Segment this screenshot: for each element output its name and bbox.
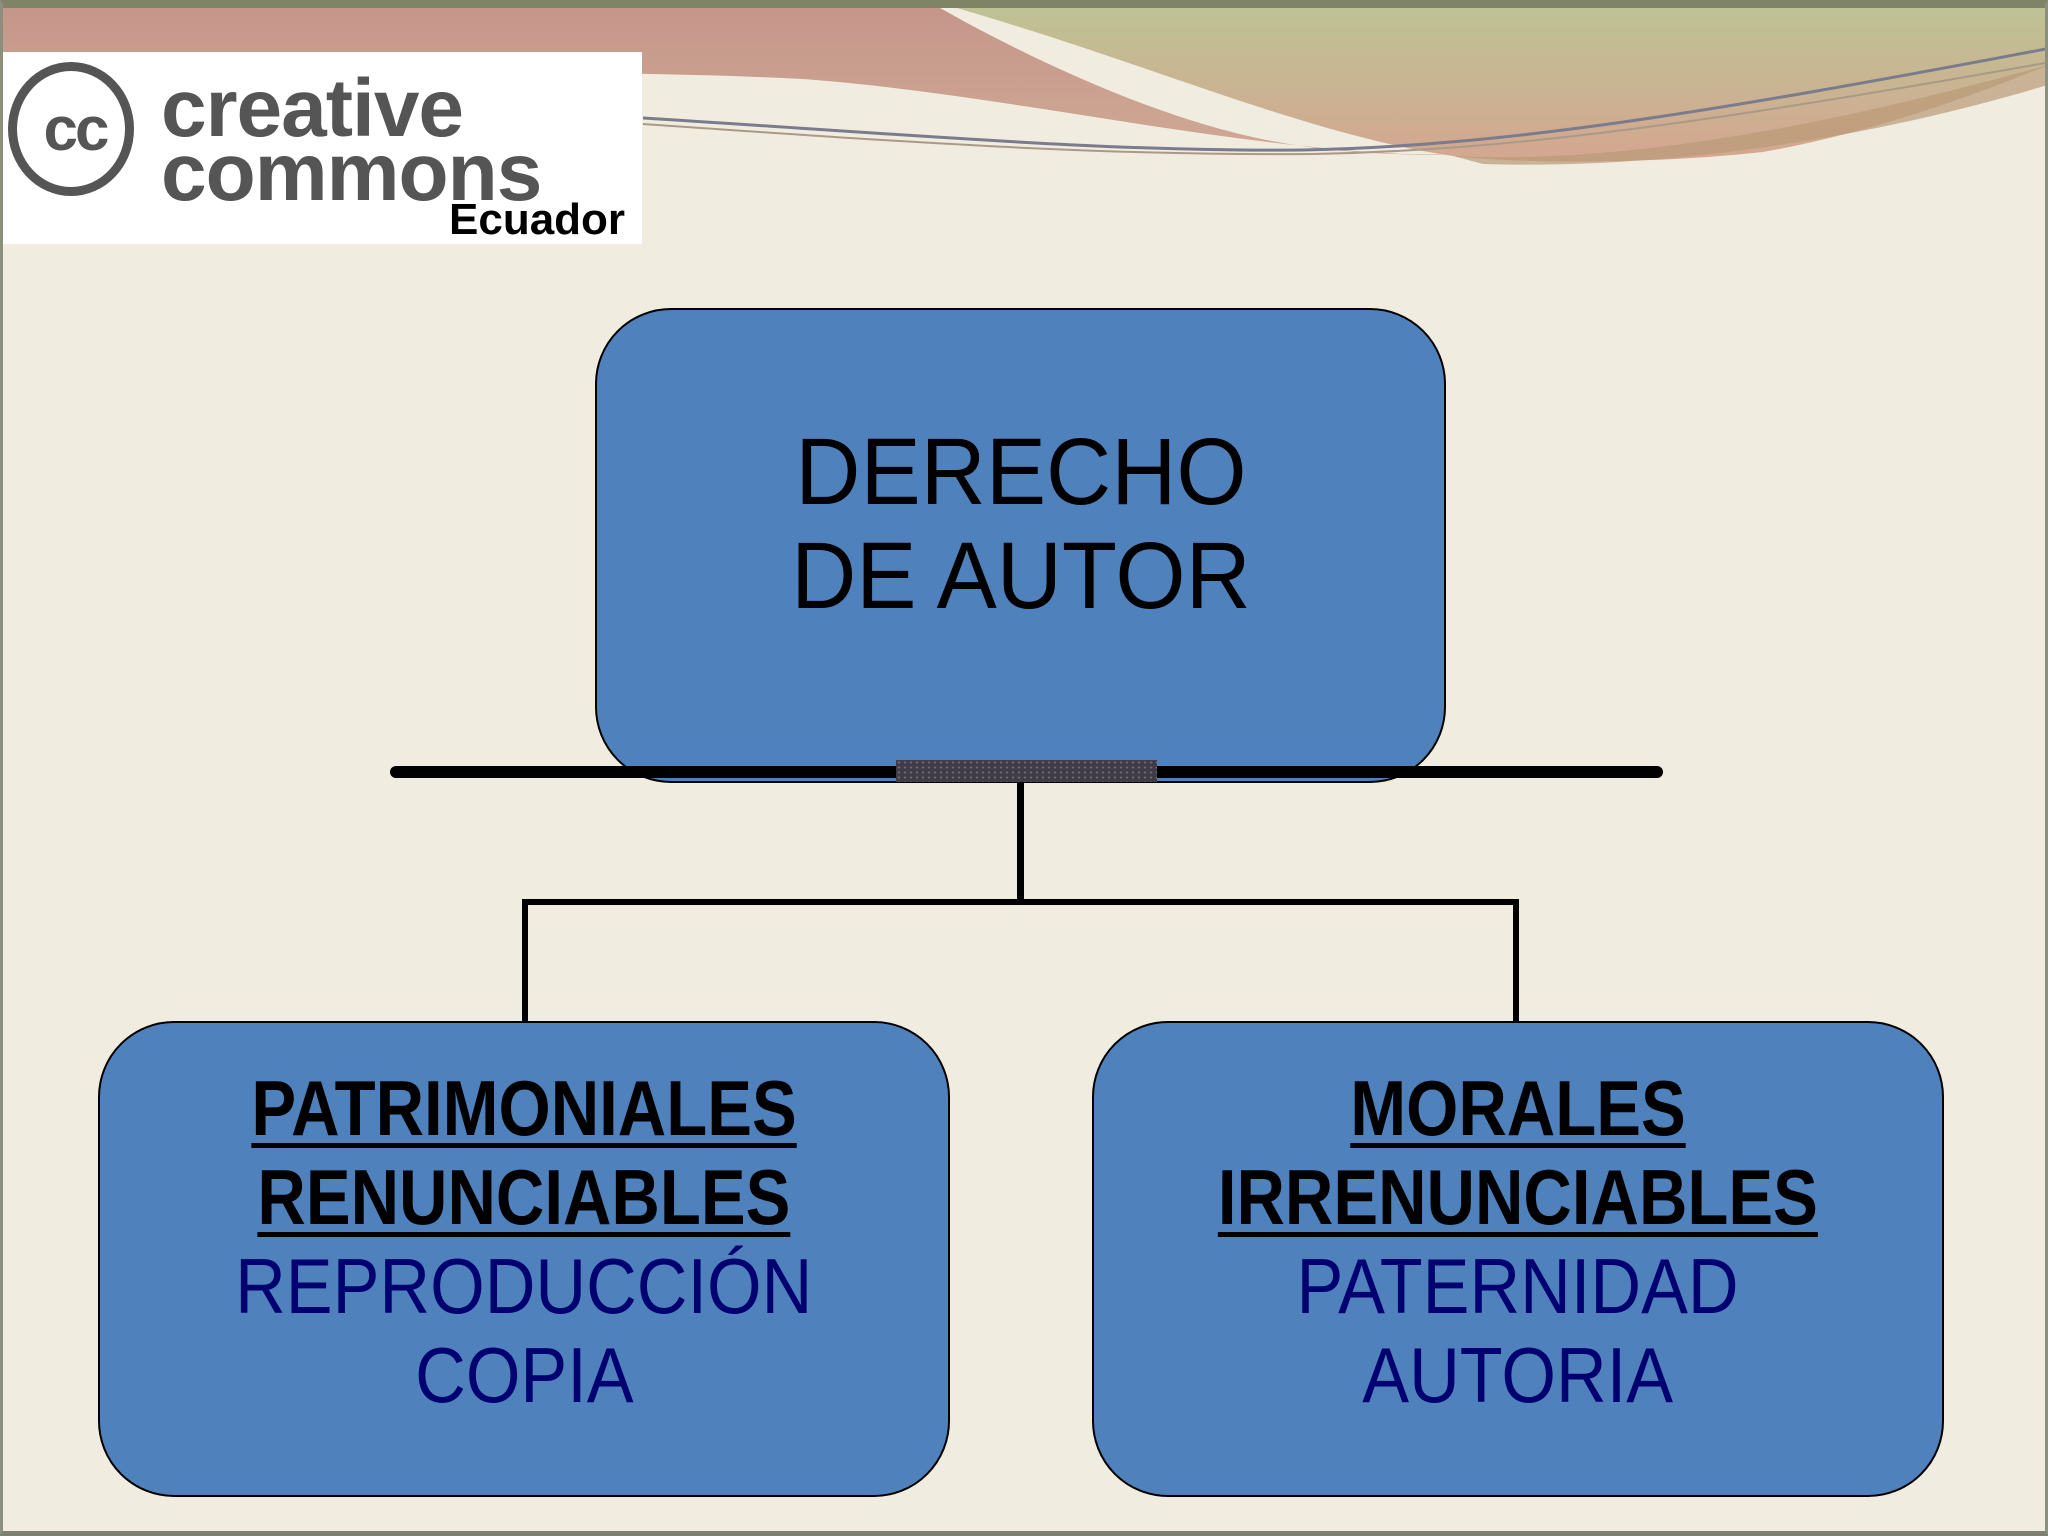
child-heading-line-2: IRRENUNCIABLES (1217, 1153, 1819, 1241)
child-node-content: MORALES IRRENUNCIABLES PATERNIDAD AUTORI… (1169, 1064, 1867, 1420)
root-line-2: DE AUTOR (790, 522, 1251, 629)
logo-word-commons: commons (161, 127, 542, 218)
root-line-1: DERECHO (794, 418, 1247, 525)
child-node-patrimoniales: PATRIMONIALES RENUNCIABLES REPRODUCCIÓN … (98, 1021, 950, 1497)
decorative-wave-header (3, 4, 2045, 165)
child-item: COPIA (414, 1331, 634, 1419)
cc-badge-text: cc (43, 95, 110, 164)
root-node-derecho-de-autor: DERECHO DE AUTOR (595, 308, 1446, 783)
creative-commons-ecuador-logo: cc creative commons Ecuador (3, 52, 642, 244)
child-item: REPRODUCCIÓN (235, 1242, 813, 1330)
logo-word-ecuador: Ecuador (449, 195, 626, 244)
root-node-label: DERECHO DE AUTOR (791, 420, 1251, 628)
child-item: PATERNIDAD (1296, 1242, 1740, 1330)
connector-vertical-left (522, 899, 528, 1022)
connector-vertical-right (1513, 899, 1519, 1022)
child-heading-line-1: MORALES (1350, 1064, 1686, 1152)
connector-horizontal (522, 899, 1519, 905)
cc-circle-icon (8, 62, 134, 196)
child-heading-line-1: PATRIMONIALES (251, 1064, 797, 1152)
divider-center-bar (896, 760, 1157, 782)
child-item: AUTORIA (1362, 1331, 1674, 1419)
logo-word-creative: creative (161, 63, 464, 154)
child-heading-line-2: RENUNCIABLES (257, 1153, 791, 1241)
child-node-content: PATRIMONIALES RENUNCIABLES REPRODUCCIÓN … (203, 1064, 844, 1420)
connector-vertical-root (1017, 782, 1024, 905)
child-node-morales: MORALES IRRENUNCIABLES PATERNIDAD AUTORI… (1092, 1021, 1944, 1497)
